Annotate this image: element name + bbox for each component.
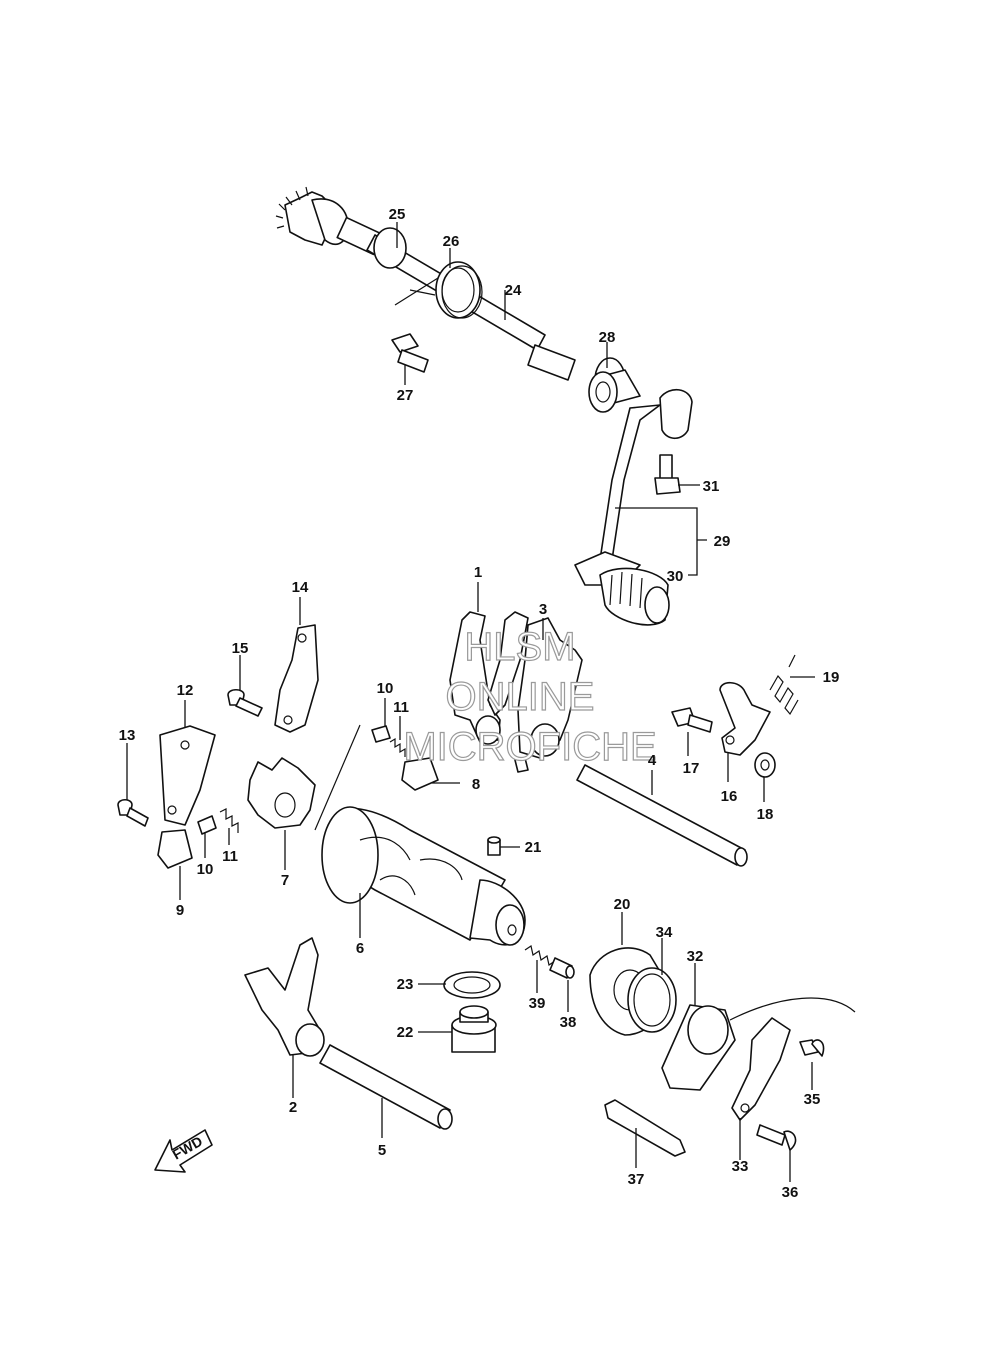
callout-17: 17 (683, 760, 700, 777)
callout-11-b: 11 (222, 848, 238, 865)
callout-7: 7 (281, 872, 289, 889)
callout-30: 30 (667, 568, 684, 585)
callout-16: 16 (721, 788, 738, 805)
watermark-line-2: ONLINE (446, 675, 595, 719)
callout-1: 1 (474, 564, 482, 581)
callout-3: 3 (539, 601, 547, 618)
screw-13-part (117, 798, 149, 827)
callout-20: 20 (614, 896, 631, 913)
callout-35: 35 (804, 1091, 821, 1108)
callout-14: 14 (292, 579, 309, 596)
screw-35-part (799, 1039, 825, 1057)
callout-28: 28 (599, 329, 616, 346)
fwd-direction-arrow: FWD (154, 1129, 213, 1173)
plate-12-part (159, 725, 216, 826)
callout-5: 5 (378, 1142, 386, 1159)
callout-23: 23 (397, 976, 414, 993)
callout-4: 4 (648, 752, 657, 769)
callout-19: 19 (823, 669, 840, 686)
shift-fork-1-part (449, 611, 529, 745)
callout-38: 38 (560, 1014, 577, 1031)
shift-fork-3-part (514, 617, 583, 773)
bracket-33-part (731, 1017, 791, 1121)
callout-39: 39 (529, 995, 546, 1012)
spring-11-part (219, 737, 406, 833)
callout-33: 33 (732, 1158, 749, 1175)
leader-lines (126, 222, 815, 1182)
plug-22-part (451, 1005, 497, 1053)
callout-29: 29 (714, 533, 731, 550)
screw-36-part (756, 1124, 797, 1151)
gearshift-lever-part (574, 389, 693, 626)
callout-27: 27 (397, 387, 414, 404)
pin-38-part (549, 957, 575, 979)
clamp-37-part (604, 1099, 686, 1157)
pin-21-part (487, 836, 501, 856)
watermark-line-3: MICROFICHE (403, 725, 656, 769)
callout-22: 22 (397, 1024, 414, 1041)
callout-8: 8 (472, 776, 480, 793)
callout-37: 37 (628, 1171, 645, 1188)
shift-fork-2-part (244, 937, 325, 1057)
bolt-31-part (654, 454, 681, 495)
spring-19-part (769, 654, 799, 716)
callout-12: 12 (177, 682, 194, 699)
stopper-cam-7-part (247, 757, 316, 829)
callout-18: 18 (757, 806, 774, 823)
callout-6: 6 (356, 940, 364, 957)
callout-13: 13 (119, 727, 136, 744)
gasket-23-part (443, 971, 501, 999)
plate-14-part (274, 624, 319, 733)
bolt-27-part (391, 333, 429, 373)
washer-18-part (754, 752, 776, 778)
callout-34: 34 (656, 924, 673, 941)
screw-15-part (227, 688, 263, 717)
pawl-9-part (157, 829, 193, 869)
bearing-28-part (588, 357, 641, 413)
callout-21: 21 (525, 839, 542, 856)
callout-2: 2 (289, 1099, 297, 1116)
callout-labels: 1 2 3 4 5 6 7 8 9 10 10 11 11 12 13 14 1… (119, 206, 840, 1201)
shift-drum-6-part (321, 806, 526, 946)
gearshift-shaft-part (275, 186, 576, 381)
fork-shaft-4-part (576, 764, 748, 867)
watermark: HLSM ONLINE MICROFICHE (403, 624, 658, 769)
sensor-32-part (661, 997, 856, 1091)
callout-31: 31 (703, 478, 720, 495)
spring-39-part (524, 945, 556, 966)
bolt-17-part (671, 707, 713, 733)
callout-10-b: 10 (197, 861, 214, 878)
callout-24: 24 (505, 282, 522, 299)
o-ring-34-part (627, 967, 677, 1033)
callout-25: 25 (389, 206, 406, 223)
fork-shaft-5-part (319, 1044, 453, 1130)
plate-16-part (719, 681, 771, 756)
callout-11-a: 11 (393, 699, 409, 716)
pawl-8-part (401, 757, 439, 791)
callout-26: 26 (443, 233, 460, 250)
watermark-line-1: HLSM (464, 625, 575, 669)
callout-10-a: 10 (377, 680, 394, 697)
dashed-link-line (314, 724, 361, 831)
callout-32: 32 (687, 948, 704, 965)
callout-15: 15 (232, 640, 249, 657)
return-spring-part (394, 261, 483, 319)
pin-10-part (197, 725, 391, 835)
callout-9: 9 (176, 902, 184, 919)
callout-36: 36 (782, 1184, 799, 1201)
